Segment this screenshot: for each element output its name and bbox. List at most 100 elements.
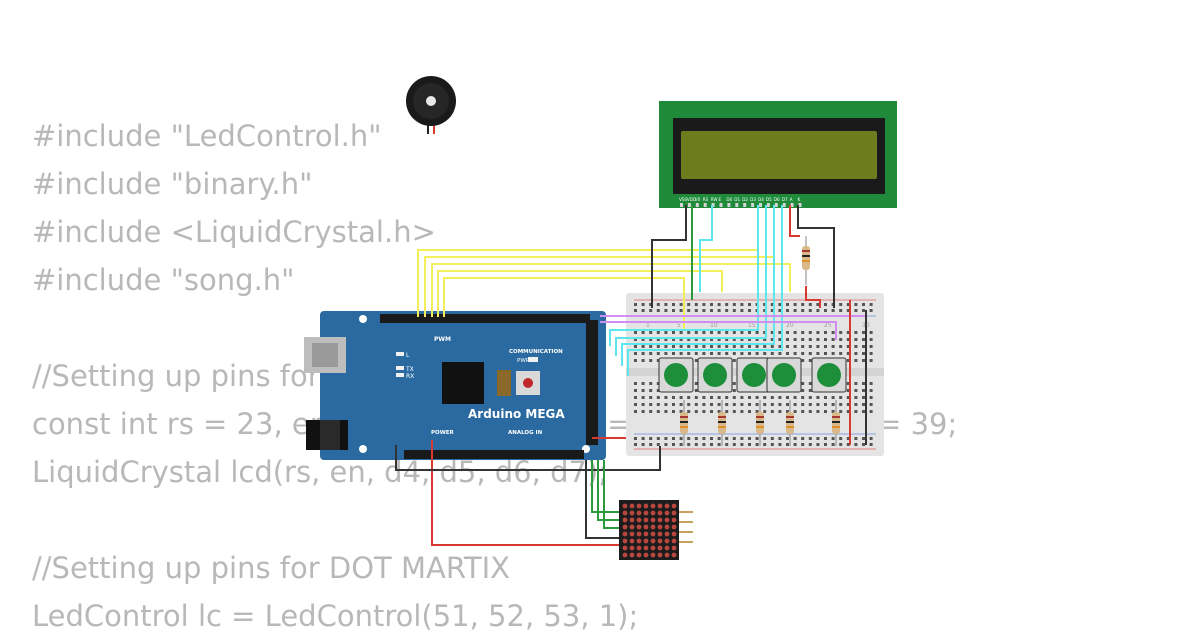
breadboard-hole bbox=[710, 437, 713, 440]
breadboard-hole bbox=[725, 331, 729, 334]
breadboard-hole bbox=[740, 338, 744, 341]
breadboard-hole bbox=[634, 410, 637, 413]
breadboard-hole bbox=[778, 309, 782, 312]
breadboard-hole bbox=[687, 410, 691, 413]
breadboard-hole bbox=[786, 352, 789, 355]
led-dot bbox=[671, 552, 677, 558]
breadboard-hole bbox=[732, 389, 736, 392]
lcd-pin bbox=[719, 203, 723, 207]
breadboard-hole bbox=[710, 410, 713, 413]
breadboard-hole bbox=[869, 382, 873, 385]
breadboard-hole bbox=[725, 303, 729, 306]
led-dot bbox=[650, 545, 656, 551]
breadboard-hole bbox=[649, 303, 653, 306]
breadboard-hole bbox=[702, 338, 706, 341]
push-button[interactable] bbox=[811, 357, 847, 393]
push-button[interactable] bbox=[658, 357, 694, 393]
resistor[interactable] bbox=[718, 400, 726, 446]
breadboard-hole bbox=[679, 410, 683, 413]
breadboard-hole bbox=[869, 303, 873, 306]
breadboard-hole bbox=[732, 331, 736, 334]
breadboard-hole bbox=[664, 303, 668, 306]
led-dot bbox=[664, 538, 670, 544]
breadboard-hole bbox=[770, 437, 774, 440]
breadboard-hole bbox=[831, 331, 835, 334]
breadboard-hole bbox=[641, 443, 645, 446]
breadboard-hole bbox=[846, 443, 850, 446]
breadboard-hole bbox=[846, 389, 850, 392]
push-button[interactable] bbox=[736, 357, 772, 393]
led-dot bbox=[643, 503, 649, 509]
svg-text:1: 1 bbox=[646, 322, 650, 329]
breadboard-hole bbox=[793, 396, 797, 399]
lcd-pin-label: RS bbox=[703, 197, 709, 202]
push-button[interactable] bbox=[766, 357, 802, 393]
breadboard-hole bbox=[634, 352, 637, 355]
led-dot bbox=[622, 517, 628, 523]
breadboard-hole bbox=[672, 338, 675, 341]
breadboard-hole bbox=[672, 345, 675, 348]
breadboard-hole bbox=[786, 309, 789, 312]
breadboard-hole bbox=[740, 403, 744, 406]
lcd-pin-label: VDD bbox=[687, 197, 696, 202]
breadboard-hole bbox=[763, 443, 767, 446]
breadboard-hole bbox=[854, 443, 858, 446]
breadboard-hole bbox=[846, 345, 850, 348]
breadboard-hole bbox=[725, 410, 729, 413]
breadboard-hole bbox=[808, 338, 812, 341]
breadboard-hole bbox=[869, 345, 873, 348]
wire-black bbox=[395, 445, 661, 471]
breadboard-hole bbox=[748, 309, 751, 312]
breadboard-hole bbox=[748, 352, 751, 355]
breadboard-hole bbox=[672, 437, 675, 440]
breadboard-hole bbox=[710, 309, 713, 312]
buzzer[interactable] bbox=[406, 76, 456, 134]
wire-yellow bbox=[443, 277, 685, 330]
breadboard-hole bbox=[748, 437, 751, 440]
breadboard-hole bbox=[786, 437, 789, 440]
breadboard-hole bbox=[793, 410, 797, 413]
resistor[interactable] bbox=[786, 400, 794, 446]
push-button[interactable] bbox=[697, 357, 733, 393]
breadboard-hole bbox=[854, 437, 858, 440]
breadboard-hole bbox=[778, 443, 782, 446]
breadboard-hole bbox=[808, 382, 812, 385]
resistor[interactable] bbox=[832, 400, 840, 446]
led-dot bbox=[664, 503, 670, 509]
breadboard-hole bbox=[824, 410, 827, 413]
resistor[interactable] bbox=[802, 236, 810, 285]
breadboard-hole bbox=[839, 443, 843, 446]
led-dot bbox=[650, 517, 656, 523]
breadboard-hole bbox=[808, 389, 812, 392]
breadboard-hole bbox=[869, 352, 873, 355]
breadboard-hole bbox=[831, 309, 835, 312]
breadboard-hole bbox=[808, 345, 812, 348]
breadboard-hole bbox=[664, 338, 668, 341]
breadboard-hole bbox=[862, 403, 865, 406]
breadboard-hole bbox=[740, 410, 744, 413]
breadboard-hole bbox=[778, 410, 782, 413]
resistor[interactable] bbox=[680, 400, 688, 446]
lcd-pin bbox=[711, 203, 715, 207]
led-dot bbox=[657, 552, 663, 558]
breadboard-hole bbox=[793, 352, 797, 355]
breadboard-hole bbox=[702, 443, 706, 446]
breadboard-hole bbox=[672, 331, 675, 334]
led-dot bbox=[636, 517, 642, 523]
breadboard-hole bbox=[656, 389, 660, 392]
led-dot bbox=[629, 503, 635, 509]
resistor[interactable] bbox=[756, 400, 764, 446]
breadboard-hole bbox=[672, 309, 675, 312]
breadboard-hole bbox=[763, 437, 767, 440]
breadboard-hole bbox=[732, 303, 736, 306]
lcd-pin-label: A bbox=[790, 197, 793, 202]
breadboard-hole bbox=[656, 410, 660, 413]
arduino-mega-board[interactable]: Arduino MEGA PWM COMMUNICATION PWR POWER… bbox=[304, 311, 606, 460]
led-dot bbox=[671, 545, 677, 551]
breadboard-hole bbox=[801, 382, 805, 385]
breadboard-hole bbox=[831, 437, 835, 440]
led-dot bbox=[657, 503, 663, 509]
breadboard-hole bbox=[649, 396, 653, 399]
dot-matrix-display[interactable] bbox=[619, 500, 693, 560]
